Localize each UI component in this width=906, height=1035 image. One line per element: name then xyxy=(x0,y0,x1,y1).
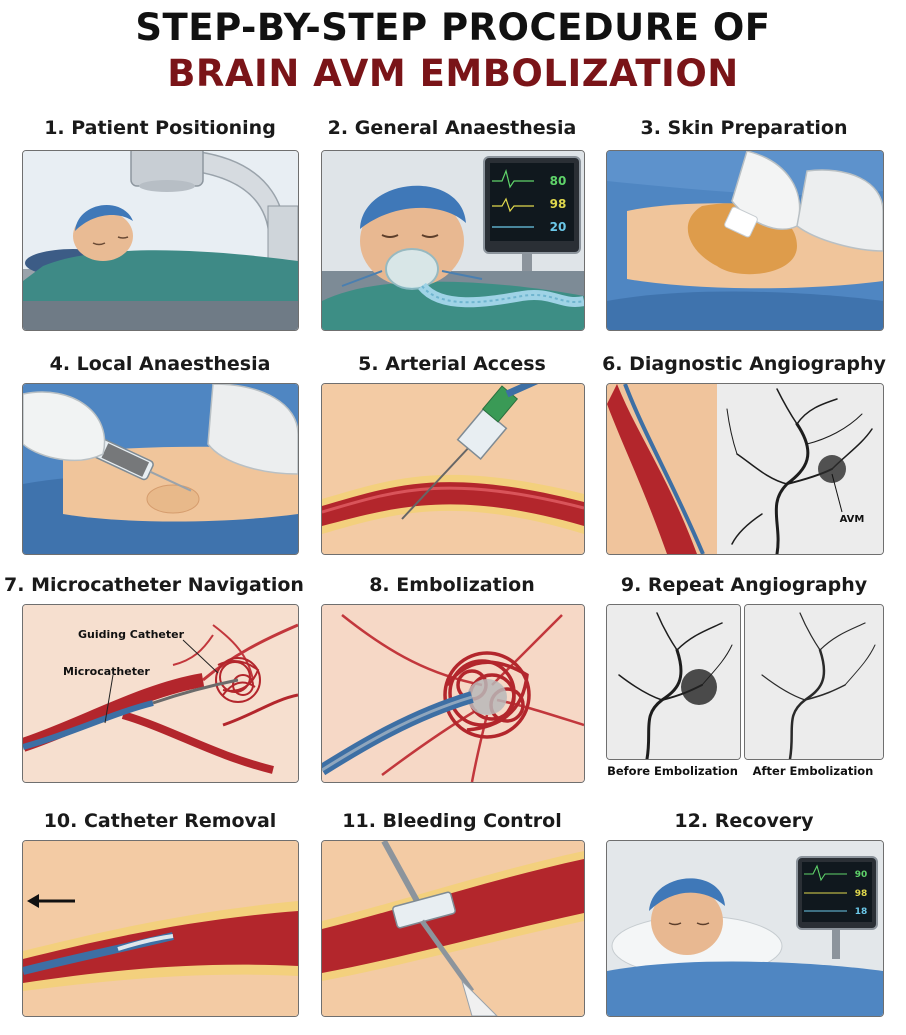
before-embolization-caption: Before Embolization xyxy=(607,764,738,778)
after-embolization-caption: After Embolization xyxy=(752,764,874,778)
step-7-illustration: Guiding Catheter Microcatheter xyxy=(22,604,299,783)
microcatheter-label: Microcatheter xyxy=(63,665,150,678)
avm-annotation: AVM xyxy=(840,514,865,525)
page-title: STEP-BY-STEP PROCEDURE OF xyxy=(135,6,771,49)
step-2-illustration: 80 98 20 xyxy=(321,150,585,331)
step-9-before-image xyxy=(606,604,741,760)
step-6-illustration: AVM xyxy=(606,383,884,555)
guiding-catheter-label: Guiding Catheter xyxy=(78,628,185,641)
step-4-illustration xyxy=(22,383,299,555)
step-8-illustration xyxy=(321,604,585,783)
step-12-label: 12. Recovery xyxy=(674,810,814,832)
step-7-label: 7. Microcatheter Navigation xyxy=(4,574,304,596)
step-9-label: 9. Repeat Angiography xyxy=(620,574,868,596)
step-3-label: 3. Skin Preparation xyxy=(640,117,848,139)
step-5-label: 5. Arterial Access xyxy=(358,353,546,375)
step-1-illustration xyxy=(22,150,299,331)
step-6-label: 6. Diagnostic Angiography xyxy=(602,353,886,375)
recovery-monitor-value-2: 98 xyxy=(855,889,868,899)
step-11-label: 11. Bleeding Control xyxy=(342,810,562,832)
recovery-monitor-value-1: 90 xyxy=(855,870,868,880)
recovery-monitor-value-3: 18 xyxy=(855,907,868,917)
step-12-illustration: 90 98 18 xyxy=(606,840,884,1017)
step-10-illustration xyxy=(22,840,299,1017)
page-subtitle: BRAIN AVM EMBOLIZATION xyxy=(167,52,739,95)
step-2-label: 2. General Anaesthesia xyxy=(327,117,577,139)
step-3-illustration xyxy=(606,150,884,331)
monitor-value-1: 80 xyxy=(550,174,567,188)
monitor-value-2: 98 xyxy=(550,197,567,211)
step-10-label: 10. Catheter Removal xyxy=(43,810,277,832)
left-arrow-icon xyxy=(27,894,39,908)
monitor-value-3: 20 xyxy=(550,220,567,234)
step-4-label: 4. Local Anaesthesia xyxy=(49,353,271,375)
step-11-illustration xyxy=(321,840,585,1017)
step-1-label: 1. Patient Positioning xyxy=(44,117,276,139)
step-8-label: 8. Embolization xyxy=(369,574,535,596)
step-5-illustration xyxy=(321,383,585,555)
step-9-after-image xyxy=(744,604,884,760)
